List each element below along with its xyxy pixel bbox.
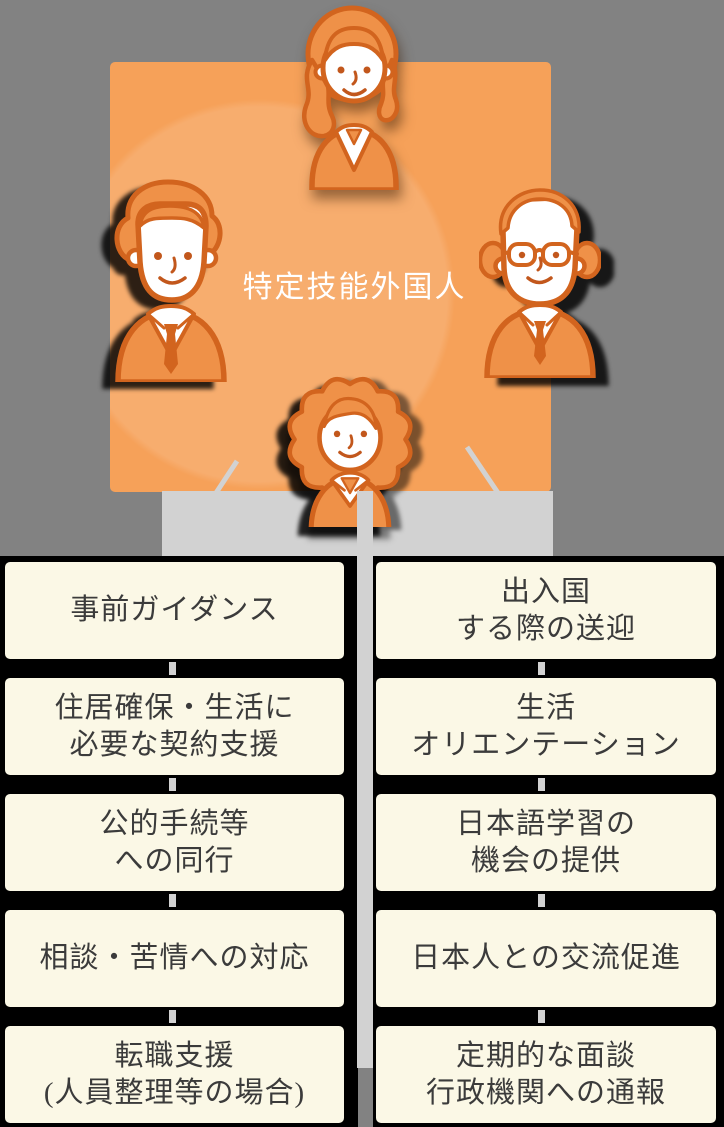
- connector-right-strip: [538, 1010, 545, 1023]
- support-box-housing-contracts: 住居確保・生活に 必要な契約支援: [2, 675, 347, 778]
- connector-right-strip: [538, 662, 545, 675]
- connector-left-strip: [169, 778, 176, 791]
- support-box-life-orientation: 生活 オリエンテーション: [373, 675, 719, 778]
- support-box-official-procedures: 公的手続等 への同行: [2, 791, 347, 894]
- businesswoman-wavy-hair-icon: [276, 363, 424, 533]
- support-box-airport-transfer: 出入国 する際の送迎: [373, 559, 719, 662]
- businessman-short-hair-icon: [104, 170, 238, 385]
- support-box-job-change: 転職支援 (人員整理等の場合): [2, 1023, 347, 1126]
- support-box-japanese-learning: 日本語学習の 機会の提供: [373, 791, 719, 894]
- panel-title: 特定技能外国人: [242, 271, 467, 304]
- connector-right-strip: [538, 894, 545, 907]
- connector-right-strip: [538, 778, 545, 791]
- support-box-consultations: 相談・苦情への対応: [2, 907, 347, 1010]
- businesswoman-long-hair-icon: [288, 2, 416, 193]
- support-box-exchange-promotion: 日本人との交流促進: [373, 907, 719, 1010]
- connector-left-strip: [169, 662, 176, 675]
- connector-center-strip: [357, 491, 373, 1068]
- connector-left-strip: [169, 1010, 176, 1023]
- support-box-pre-guidance: 事前ガイダンス: [2, 559, 347, 662]
- businessman-glasses-icon: [477, 182, 603, 381]
- support-box-regular-interviews: 定期的な面談 行政機関への通報: [373, 1023, 719, 1126]
- connector-left-strip: [169, 894, 176, 907]
